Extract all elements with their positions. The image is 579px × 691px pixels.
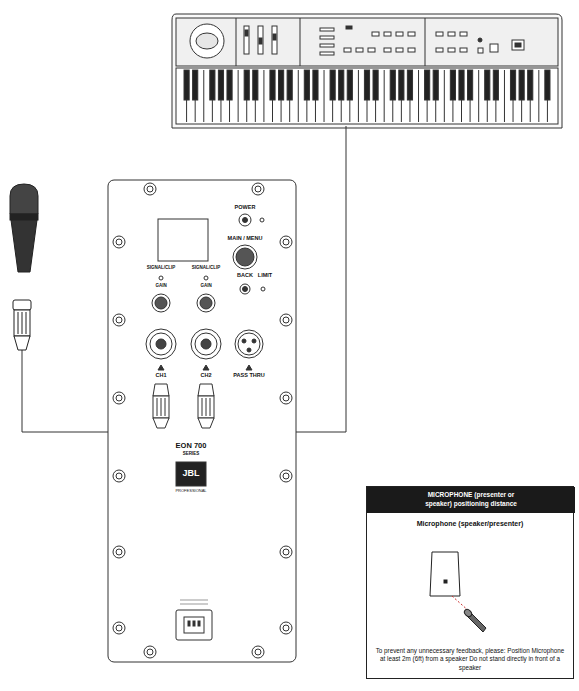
screw <box>113 392 125 404</box>
black-key <box>270 70 275 100</box>
black-key <box>244 70 249 100</box>
panel-label: LIMIT <box>258 273 272 279</box>
panel-label: SIGNAL/CLIP <box>192 266 221 271</box>
screw-head <box>116 239 122 245</box>
brand-logo: JBL <box>182 469 199 478</box>
screw <box>113 546 125 558</box>
black-key <box>468 70 473 100</box>
key-line <box>358 70 359 122</box>
panel-label: BACK <box>237 273 253 279</box>
screw-head <box>255 649 261 655</box>
panel-label: CH1 <box>155 373 166 379</box>
black-key <box>313 70 318 100</box>
screw-head <box>283 317 289 323</box>
speaker-icon <box>430 552 486 632</box>
panel-label: CH2 <box>200 373 211 379</box>
screw <box>280 622 292 634</box>
key-line <box>324 70 325 122</box>
panel-heading: MICROPHONE (presenter or speaker) positi… <box>367 487 575 513</box>
black-key <box>279 70 284 100</box>
screw-head <box>147 649 153 655</box>
screw-head <box>116 549 122 555</box>
black-key <box>545 70 550 100</box>
panel-label: POWER <box>235 205 256 211</box>
screw <box>280 392 292 404</box>
panel-label: PASS THRU <box>233 373 264 379</box>
black-key <box>459 70 464 100</box>
black-key <box>304 70 309 100</box>
screw <box>113 314 125 326</box>
key-line <box>538 70 539 122</box>
key-line <box>444 70 445 122</box>
panel-label: PROFESSIONAL <box>175 489 206 493</box>
black-key <box>399 70 404 100</box>
screw <box>280 236 292 248</box>
key-line <box>238 70 239 122</box>
panel-label: GAIN <box>155 284 166 289</box>
screw-head <box>283 625 289 631</box>
black-key <box>347 70 352 100</box>
microphone <box>10 184 38 350</box>
black-key <box>510 70 515 100</box>
screw <box>113 236 125 248</box>
panel-label: GAIN <box>200 284 211 289</box>
black-key <box>330 70 335 100</box>
screw-head <box>147 186 153 192</box>
black-key <box>433 70 438 100</box>
panel-label: MAIN / MENU <box>228 236 263 242</box>
keyboard <box>172 14 562 128</box>
screw-head <box>283 549 289 555</box>
screw-head <box>116 473 122 479</box>
panel-label: EON 700 <box>176 442 207 450</box>
black-key <box>373 70 378 100</box>
black-key <box>218 70 223 100</box>
key-line <box>298 70 299 122</box>
screw-head <box>283 473 289 479</box>
panel-label: SERIES <box>183 452 200 457</box>
black-key <box>364 70 369 100</box>
screw <box>280 546 292 558</box>
black-key <box>425 70 430 100</box>
screw-head <box>116 395 122 401</box>
panel-label: SIGNAL/CLIP <box>147 266 176 271</box>
black-key <box>390 70 395 100</box>
key-line <box>478 70 479 122</box>
screw-head <box>116 317 122 323</box>
black-key <box>210 70 215 100</box>
key-line <box>263 70 264 122</box>
info-panel: MICROPHONE (presenter or speaker) positi… <box>366 486 574 679</box>
black-key <box>193 70 198 100</box>
screw <box>144 646 156 658</box>
screw-head <box>255 186 261 192</box>
black-key <box>227 70 232 100</box>
speaker-panel <box>108 180 296 662</box>
black-key <box>184 70 189 100</box>
black-key <box>287 70 292 100</box>
key-line <box>384 70 385 122</box>
black-key <box>253 70 258 100</box>
black-key <box>519 70 524 100</box>
screw <box>252 183 264 195</box>
screw-head <box>116 625 122 631</box>
screw <box>113 622 125 634</box>
screw <box>144 183 156 195</box>
black-key <box>493 70 498 100</box>
black-key <box>485 70 490 100</box>
screw-head <box>283 395 289 401</box>
key-line <box>504 70 505 122</box>
black-key <box>407 70 412 100</box>
screw <box>280 314 292 326</box>
screw <box>280 470 292 482</box>
black-key <box>528 70 533 100</box>
key-line <box>203 70 204 122</box>
screw <box>252 646 264 658</box>
black-key <box>339 70 344 100</box>
screw-head <box>283 239 289 245</box>
key-line <box>418 70 419 122</box>
panel-note: To prevent any unnecessary feedback, ple… <box>367 647 573 679</box>
screw <box>113 470 125 482</box>
black-key <box>450 70 455 100</box>
panel-subheading: Microphone (speaker/presenter) <box>367 513 573 528</box>
